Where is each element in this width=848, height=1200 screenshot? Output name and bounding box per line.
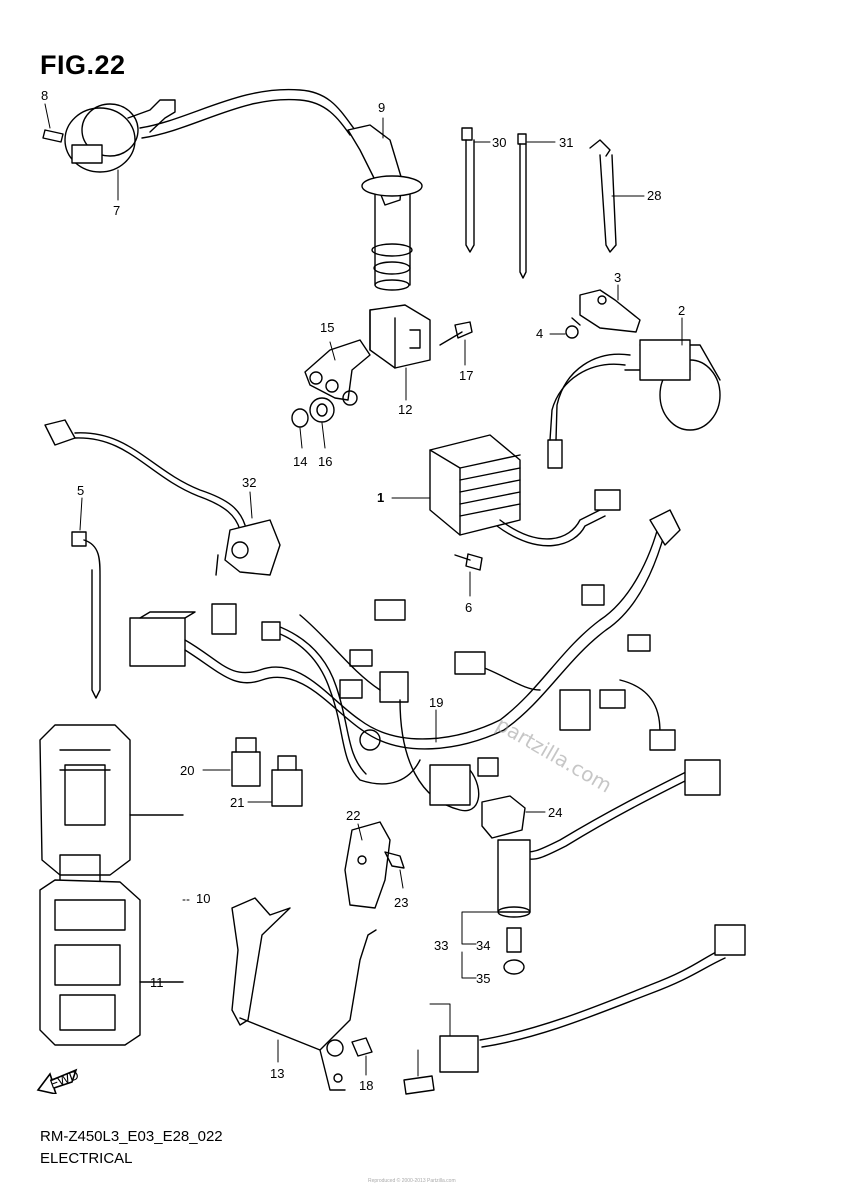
callout-10: 10 (196, 891, 210, 906)
callout-25-27-29: 28 (647, 188, 661, 203)
rectifier-1 (429, 434, 621, 547)
callout-21: 21 (230, 795, 244, 810)
relay-20 (231, 737, 261, 787)
callout-3: 3 (614, 270, 621, 285)
callout-12: 12 (398, 402, 412, 417)
callout-labels: 8 7 9 30 31 28 3 4 2 15 17 12 14 16 32 5… (41, 88, 685, 1093)
bracket-13 (231, 897, 377, 1091)
sensor-31 (497, 759, 721, 975)
bolt-23 (384, 851, 405, 869)
svg-text:FWD: FWD (48, 1067, 80, 1091)
figure-name: ELECTRICAL (40, 1150, 133, 1167)
callout-28: 31 (559, 135, 573, 150)
callout-16: 16 (318, 454, 332, 469)
callout-31: 33 (434, 938, 448, 953)
ignition-coil-part (42, 88, 356, 173)
callout-19: 19 (429, 695, 443, 710)
bolt-17 (439, 321, 473, 346)
callout-23: 23 (394, 895, 408, 910)
callout-9: 9 (378, 100, 385, 115)
washer-14 (291, 408, 309, 428)
figure-code: RM-Z450L3_E03_E28_022 (40, 1128, 223, 1145)
bolt-4 (565, 317, 581, 339)
figure-title: FIG.22 (40, 50, 126, 80)
cable-tie-28 (517, 133, 527, 279)
leader-lines (44, 103, 683, 1077)
callout-13: 13 (270, 1066, 284, 1081)
copyright-text: Reproduced © 2000-2013 Partzilla.com (368, 1178, 456, 1184)
callout-20: 20 (180, 763, 194, 778)
bracket-15 (304, 339, 371, 406)
sensor-30 (44, 419, 281, 576)
callout-30: 32 (242, 475, 256, 490)
spark-plug-cap-part (347, 124, 423, 291)
callout-11: 11 (150, 975, 164, 990)
callout-7: 7 (113, 203, 120, 218)
callout-26: 30 (492, 135, 506, 150)
harness-34 (403, 924, 746, 1095)
cable-tie-5 (71, 531, 101, 699)
callout-4: 4 (536, 326, 543, 341)
callout-32: 34 (476, 938, 490, 953)
bracket-3 (579, 289, 641, 333)
callout-8: 8 (41, 88, 48, 103)
callout-5: 5 (77, 483, 84, 498)
callout-17: 17 (459, 368, 473, 383)
cable-tie-26 (461, 127, 475, 253)
callout-1: 1 (377, 490, 384, 505)
ecu-10 (39, 724, 184, 886)
bolt-6 (454, 553, 483, 571)
relay-21 (271, 755, 303, 807)
front-arrow-icon: FWD (36, 1067, 80, 1094)
cable-tie-25 (589, 139, 617, 253)
callout-18: 18 (359, 1078, 373, 1093)
ecu-case-11 (39, 879, 184, 1046)
bracket-22 (344, 821, 391, 909)
unit-24 (481, 795, 526, 839)
callout-2: 2 (678, 303, 685, 318)
callout-22: 22 (346, 808, 360, 823)
callout-15: 15 (320, 320, 334, 335)
relay-12 (369, 304, 431, 369)
regulator-part-2 (547, 339, 721, 469)
callout-33: 35 (476, 971, 490, 986)
wiring-harness-19 (129, 509, 681, 812)
bolt-18 (351, 1037, 373, 1057)
callout-24: 24 (548, 805, 562, 820)
grommet-16 (309, 397, 335, 423)
callout-6: 6 (465, 600, 472, 615)
callout-14: 14 (293, 454, 307, 469)
